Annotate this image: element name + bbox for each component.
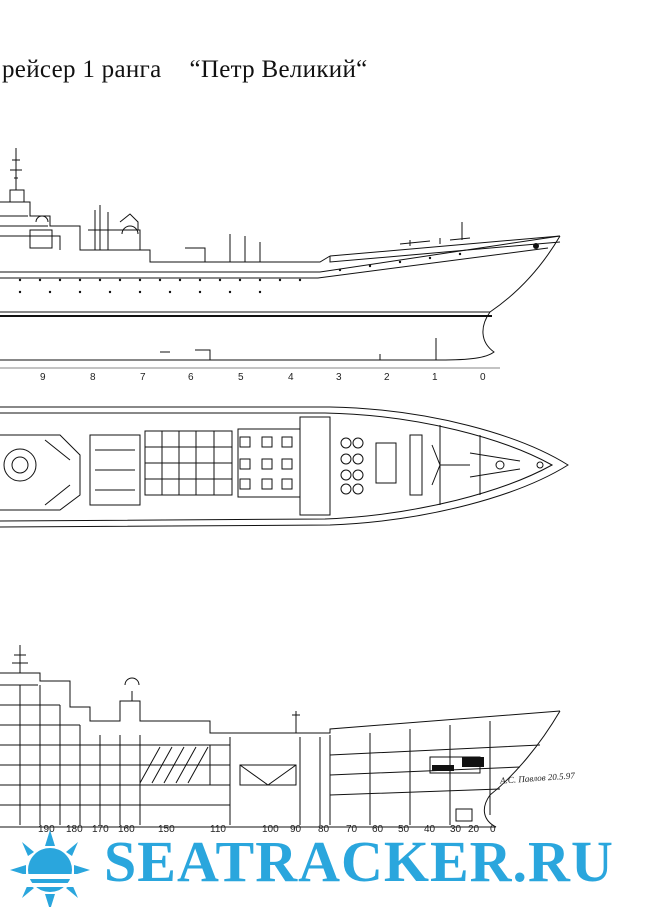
section-frame-scale: 190 180 170 160 150 110 100 90 80 70 60 … <box>38 824 496 835</box>
side-profile-view: 9 8 7 6 5 4 3 2 1 0 <box>0 148 561 380</box>
frame-label: 4 <box>288 372 294 380</box>
frame-label: 7 <box>140 372 146 380</box>
frame-label: 110 <box>210 824 226 835</box>
inboard-section-view: 190 180 170 160 150 110 100 90 80 70 60 … <box>0 645 561 835</box>
frame-label: 1 <box>432 372 438 380</box>
frame-label: 100 <box>262 824 279 835</box>
frame-label: 180 <box>66 824 83 835</box>
frame-label: 3 <box>336 372 342 380</box>
watermark-text: SEATRACKER.RU <box>104 829 614 894</box>
frame-label: 150 <box>158 824 175 835</box>
title-ship-name: “Петр Великий“ <box>189 56 368 83</box>
sun-icon <box>10 830 90 907</box>
frame-label: 0 <box>480 372 486 380</box>
frame-label: 8 <box>90 372 96 380</box>
frame-label: 0 <box>490 824 496 835</box>
frame-label: 190 <box>38 824 55 835</box>
frame-label: 2 <box>384 372 390 380</box>
frame-label: 6 <box>188 372 194 380</box>
frame-label: 40 <box>424 824 436 835</box>
profile-frame-scale: 9 8 7 6 5 4 3 2 1 0 <box>0 367 500 380</box>
frame-label: 20 <box>468 824 480 835</box>
title-ship-class: рейсер 1 ранга <box>2 56 162 83</box>
frame-label: 60 <box>372 824 384 835</box>
watermark-logo <box>0 830 100 907</box>
frame-label: 160 <box>118 824 135 835</box>
frame-label: 9 <box>40 372 46 380</box>
frame-label: 70 <box>346 824 358 835</box>
frame-label: 170 <box>92 824 109 835</box>
frame-label: 80 <box>318 824 330 835</box>
frame-label: 90 <box>290 824 302 835</box>
frame-label: 30 <box>450 824 462 835</box>
frame-label: 5 <box>238 372 244 380</box>
deck-plan-view <box>0 406 569 528</box>
frame-label: 50 <box>398 824 410 835</box>
drawing-title: рейсер 1 ранга “Петр Великий“ <box>2 56 368 84</box>
